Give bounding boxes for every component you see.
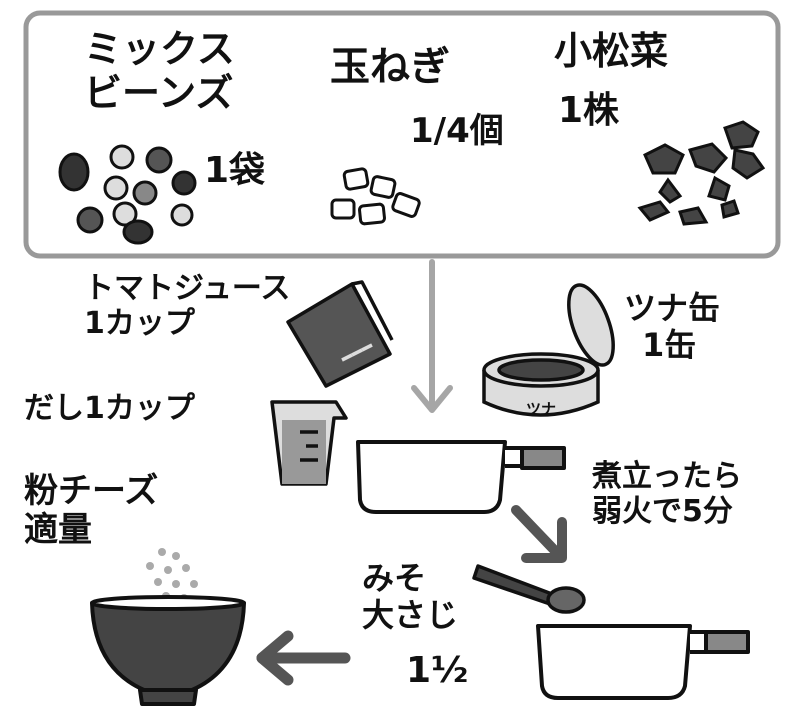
ingredients-box (23, 10, 781, 259)
simmer-label-line-2: 弱火で5分 (592, 493, 733, 529)
tomato-juice-label-line-1: トマトジュース (84, 271, 291, 306)
tomato-juice-label: トマトジュース 1カップ (84, 271, 291, 341)
tomato-juice-cup-icon (286, 280, 394, 388)
tuna-can-text-line-2: 1缶 (642, 325, 697, 364)
mixed-beans-label: ミックス ビーンズ (84, 27, 235, 115)
miso-label: みそ 大さじ (362, 560, 458, 634)
left-arrow-icon (256, 630, 351, 686)
tuna-can-text-line-1: ツナ缶 (624, 289, 721, 327)
cheese-label-line-2: 適量 (24, 510, 92, 551)
komatsuna-label: 小松菜 (554, 29, 669, 73)
simmer-label: 煮立ったら 弱火で5分 (592, 459, 742, 529)
dashi-label: だし1カップ (24, 391, 195, 426)
tuna-can-text: ツナ缶 1缶 (624, 290, 720, 364)
simmer-arrow-icon (511, 505, 567, 563)
saucepan-2-icon (536, 624, 750, 700)
onion-pieces-icon (330, 167, 421, 226)
cheese-label: 粉チーズ 適量 (24, 471, 159, 551)
tomato-juice-label-line-2: 1カップ (84, 305, 195, 341)
down-arrow-icon (411, 259, 453, 413)
mixed-beans-amount: 1袋 (204, 150, 266, 191)
tuna-can-icon (482, 283, 615, 417)
onion-label: 玉ねぎ (330, 44, 450, 90)
onion-amount: 1/4個 (410, 111, 504, 151)
simmer-label-line-1: 煮立ったら (592, 459, 742, 494)
dashi-measuring-cup-icon (270, 400, 348, 486)
miso-label-line-1: みそ (362, 559, 427, 597)
komatsuna-amount: 1株 (558, 90, 620, 131)
mixed-beans-label-line-1: ミックス (84, 27, 235, 71)
cheese-powder-icon (146, 548, 198, 602)
komatsuna-icon (637, 120, 766, 226)
mixed-beans-icon (58, 144, 197, 245)
cheese-label-line-1: 粉チーズ (24, 471, 159, 511)
saucepan-icon (356, 440, 566, 514)
mixed-beans-label-line-2: ビーンズ (84, 70, 234, 115)
soup-bowl-icon (90, 595, 246, 706)
tuna-can-label: ツナ (526, 400, 556, 418)
miso-label-line-2: 大さじ (362, 595, 459, 634)
miso-amount: 1½ (406, 650, 469, 691)
miso-spoon-icon (472, 564, 586, 614)
